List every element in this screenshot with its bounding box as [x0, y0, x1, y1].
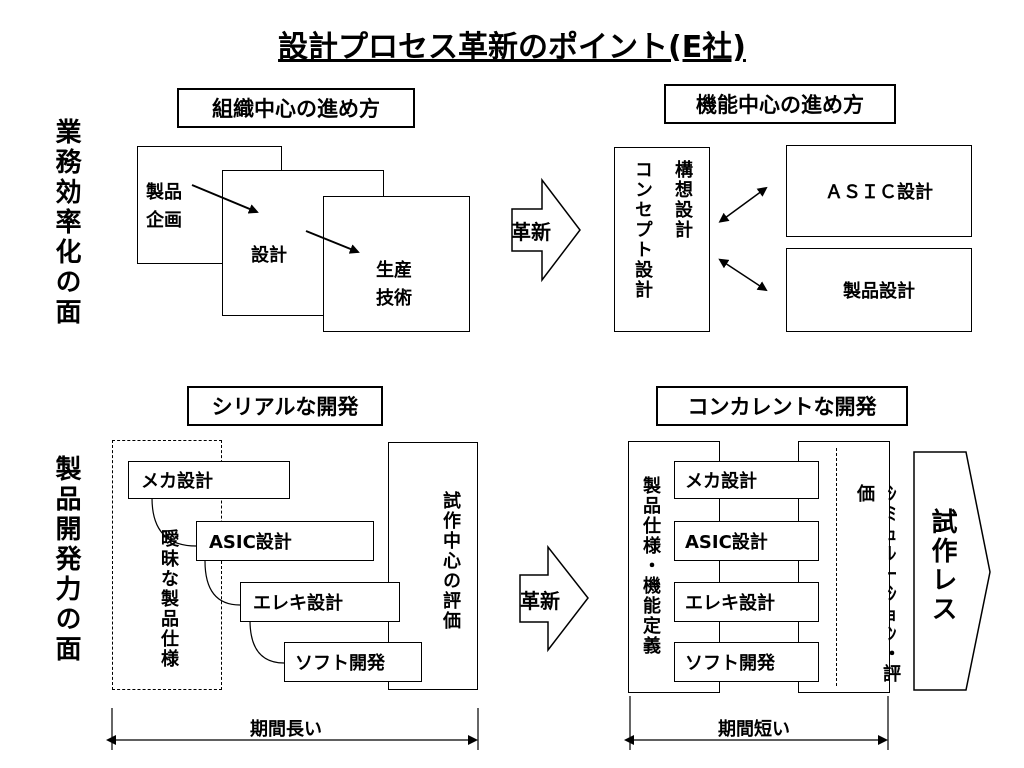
- innovation-arrow-top-label: 革新: [511, 220, 551, 244]
- serial-task-soft-label: ソフト開発: [295, 653, 385, 674]
- serial-task-mecha-label: メカ設計: [141, 471, 213, 492]
- concurrent-task-elec-label: エレキ設計: [685, 593, 775, 614]
- ambiguous-spec-box: 曖昧な製品仕様: [112, 440, 222, 690]
- concurrent-task-soft: ソフト開発: [674, 642, 819, 682]
- serial-task-elec: エレキ設計: [240, 582, 400, 622]
- concurrent-task-mecha: メカ設計: [674, 461, 819, 499]
- concurrent-task-asic: ASIC設計: [674, 521, 819, 561]
- period-long-label: 期間長い: [250, 719, 322, 740]
- function-centered-header: 機能中心の進め方: [664, 84, 896, 124]
- concurrent-dev-header: コンカレントな開発: [656, 386, 908, 426]
- concept-design-box: コンセプト設計 構想設計: [614, 147, 710, 332]
- asic-design-label: ＡＳＩＣ設計: [825, 182, 933, 203]
- prototype-eval-label: 試作中心の評価: [440, 491, 461, 631]
- innovation-arrow-bottom-label: 革新: [520, 589, 560, 613]
- org-box-design-label: 設計: [251, 245, 287, 266]
- prototype-eval-box: 試作中心の評価: [388, 442, 478, 690]
- serial-task-asic-label: ASIC設計: [209, 532, 292, 553]
- side-label-capability: 製品開発力の面: [51, 455, 81, 665]
- ambiguous-spec-label: 曖昧な製品仕様: [158, 529, 179, 669]
- serial-task-soft: ソフト開発: [284, 642, 422, 682]
- asic-design-box: ＡＳＩＣ設計: [786, 145, 972, 237]
- concurrent-task-mecha-label: メカ設計: [685, 471, 757, 492]
- serial-task-elec-label: エレキ設計: [253, 593, 343, 614]
- serial-task-mecha: メカ設計: [128, 461, 290, 499]
- side-label-efficiency: 業務効率化の面: [51, 118, 81, 328]
- prototype-less-label: 試作レス: [927, 508, 957, 624]
- org-box-production: 生産 技術: [323, 196, 470, 332]
- org-box-production-label: 生産 技術: [376, 260, 412, 309]
- serial-task-asic: ASIC設計: [196, 521, 374, 561]
- concurrent-task-soft-label: ソフト開発: [685, 653, 775, 674]
- product-design-label: 製品設計: [843, 281, 915, 302]
- org-centered-header: 組織中心の進め方: [177, 88, 415, 128]
- simulation-label: ｼﾐｭﾚｰｼｮﾝ・評価: [854, 484, 901, 684]
- concept-design-label: コンセプト設計: [632, 160, 653, 300]
- concurrent-task-elec: エレキ設計: [674, 582, 819, 622]
- product-design-box: 製品設計: [786, 248, 972, 332]
- page-title: 設計プロセス革新のポイント(E社): [278, 30, 746, 65]
- product-spec-label: 製品仕様・機能定義: [640, 476, 661, 656]
- simulation-divider: [836, 448, 837, 686]
- structure-design-label: 構想設計: [672, 160, 693, 240]
- concurrent-task-asic-label: ASIC設計: [685, 532, 768, 553]
- org-box-planning-label: 製品 企画: [146, 182, 182, 231]
- serial-dev-header: シリアルな開発: [187, 386, 383, 426]
- period-short-label: 期間短い: [718, 719, 790, 740]
